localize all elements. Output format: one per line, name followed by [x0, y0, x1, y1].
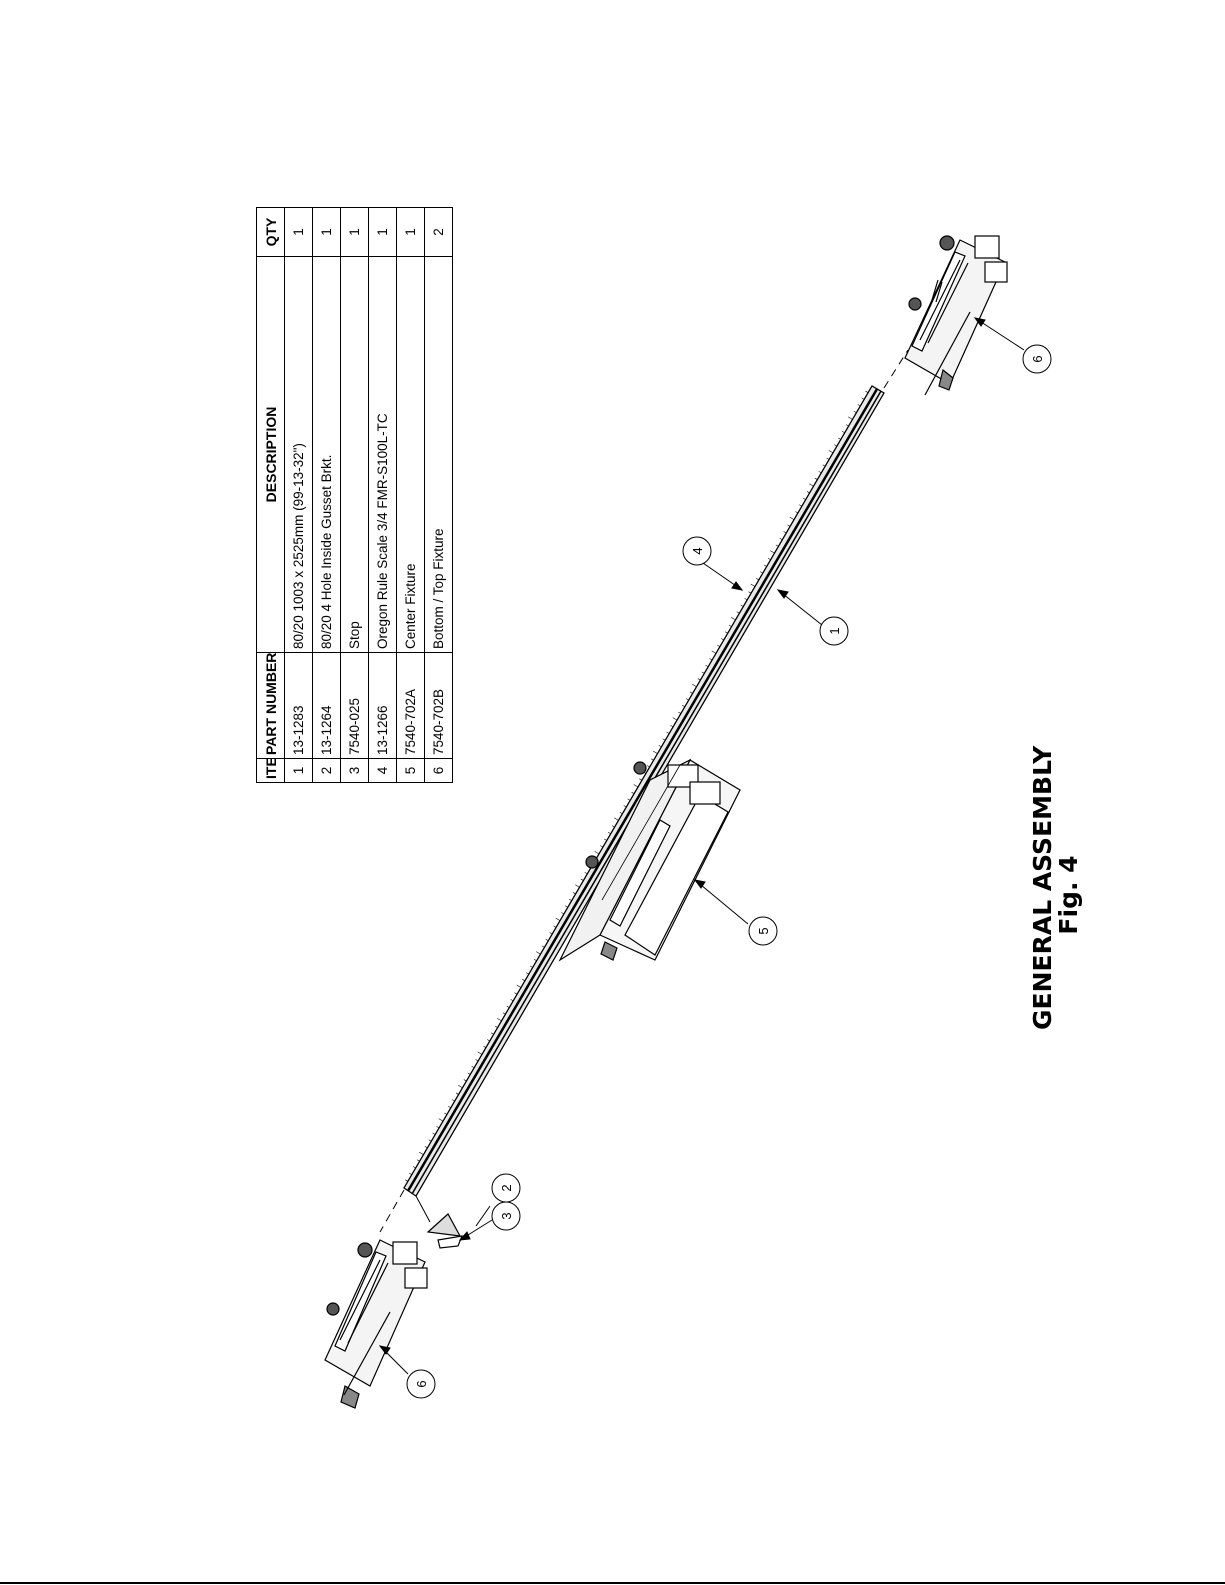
- bom-part-number: 7540-702B: [425, 653, 453, 759]
- bom-item: 1: [285, 759, 313, 783]
- bom-description: Stop: [341, 257, 369, 653]
- bom-table: ITEM PART NUMBER DESCRIPTION QTY 1 13-12…: [256, 207, 453, 783]
- figure-title: GENERAL ASSEMBLY Fig. 4: [1030, 760, 1082, 1030]
- bom-qty: 1: [397, 208, 425, 257]
- bom-row: 4 13-1266 Oregon Rule Scale 3/4 FMR-S100…: [369, 208, 397, 783]
- bom-header-qty: QTY: [257, 208, 285, 257]
- top-fixture: [905, 236, 1007, 395]
- balloon-6-top: 6: [1023, 345, 1051, 373]
- bom-description: Bottom / Top Fixture: [425, 257, 453, 653]
- balloon-label: 6: [414, 1380, 429, 1387]
- bom-description: 80/20 4 Hole Inside Gusset Brkt.: [313, 257, 341, 653]
- figure-title-line1: GENERAL ASSEMBLY: [1030, 760, 1056, 1030]
- balloon-label: 1: [827, 627, 842, 634]
- bom-qty: 1: [285, 208, 313, 257]
- bom-item: 6: [425, 759, 453, 783]
- bom-header-description: DESCRIPTION: [257, 257, 285, 653]
- bom-part-number: 7540-702A: [397, 653, 425, 759]
- bom-part-number: 13-1264: [313, 653, 341, 759]
- bom-row: 3 7540-025 Stop 1: [341, 208, 369, 783]
- balloon-1: 1: [820, 617, 848, 645]
- bom-header-row: ITEM PART NUMBER DESCRIPTION QTY: [257, 208, 285, 783]
- bom-qty: 1: [341, 208, 369, 257]
- balloon-label: 4: [690, 547, 705, 554]
- bom-part-number: 13-1283: [285, 653, 313, 759]
- bom-header-item: ITEM: [257, 759, 285, 783]
- balloon-2: 2: [492, 1174, 520, 1202]
- bom-description: Center Fixture: [397, 257, 425, 653]
- bom-row: 6 7540-702B Bottom / Top Fixture 2: [425, 208, 453, 783]
- balloon-label: 6: [1030, 355, 1045, 362]
- bom-qty: 1: [313, 208, 341, 257]
- bom-item: 2: [313, 759, 341, 783]
- scale-ticks: [405, 391, 868, 1181]
- bom-item: 4: [369, 759, 397, 783]
- bom-part-number: 13-1266: [369, 653, 397, 759]
- balloon-label: 5: [756, 927, 771, 934]
- balloon-5: 5: [749, 917, 777, 945]
- center-fixture: [560, 760, 740, 960]
- bom-item: 5: [397, 759, 425, 783]
- bill-of-materials: ITEM PART NUMBER DESCRIPTION QTY 1 13-12…: [256, 208, 452, 783]
- bom-part-number: 7540-025: [341, 653, 369, 759]
- bom-row: 5 7540-702A Center Fixture 1: [397, 208, 425, 783]
- balloon-label: 2: [499, 1184, 514, 1191]
- bom-description: 80/20 1003 x 2525mm (99-13-32"): [285, 257, 313, 653]
- page-bottom-rule: [0, 1582, 1225, 1584]
- figure-title-line2: Fig. 4: [1056, 760, 1082, 1030]
- bom-qty: 2: [425, 208, 453, 257]
- bom-row: 2 13-1264 80/20 4 Hole Inside Gusset Brk…: [313, 208, 341, 783]
- balloon-6-bottom: 6: [407, 1370, 435, 1398]
- bom-header-part-number: PART NUMBER: [257, 653, 285, 759]
- balloon-label: 3: [499, 1212, 514, 1219]
- balloon-4: 4: [683, 537, 711, 565]
- bom-row: 1 13-1283 80/20 1003 x 2525mm (99-13-32"…: [285, 208, 313, 783]
- bom-description: Oregon Rule Scale 3/4 FMR-S100L-TC: [369, 257, 397, 653]
- balloon-3: 3: [492, 1202, 520, 1230]
- bom-item: 3: [341, 759, 369, 783]
- bom-qty: 1: [369, 208, 397, 257]
- stop-and-gusset: [416, 1196, 462, 1248]
